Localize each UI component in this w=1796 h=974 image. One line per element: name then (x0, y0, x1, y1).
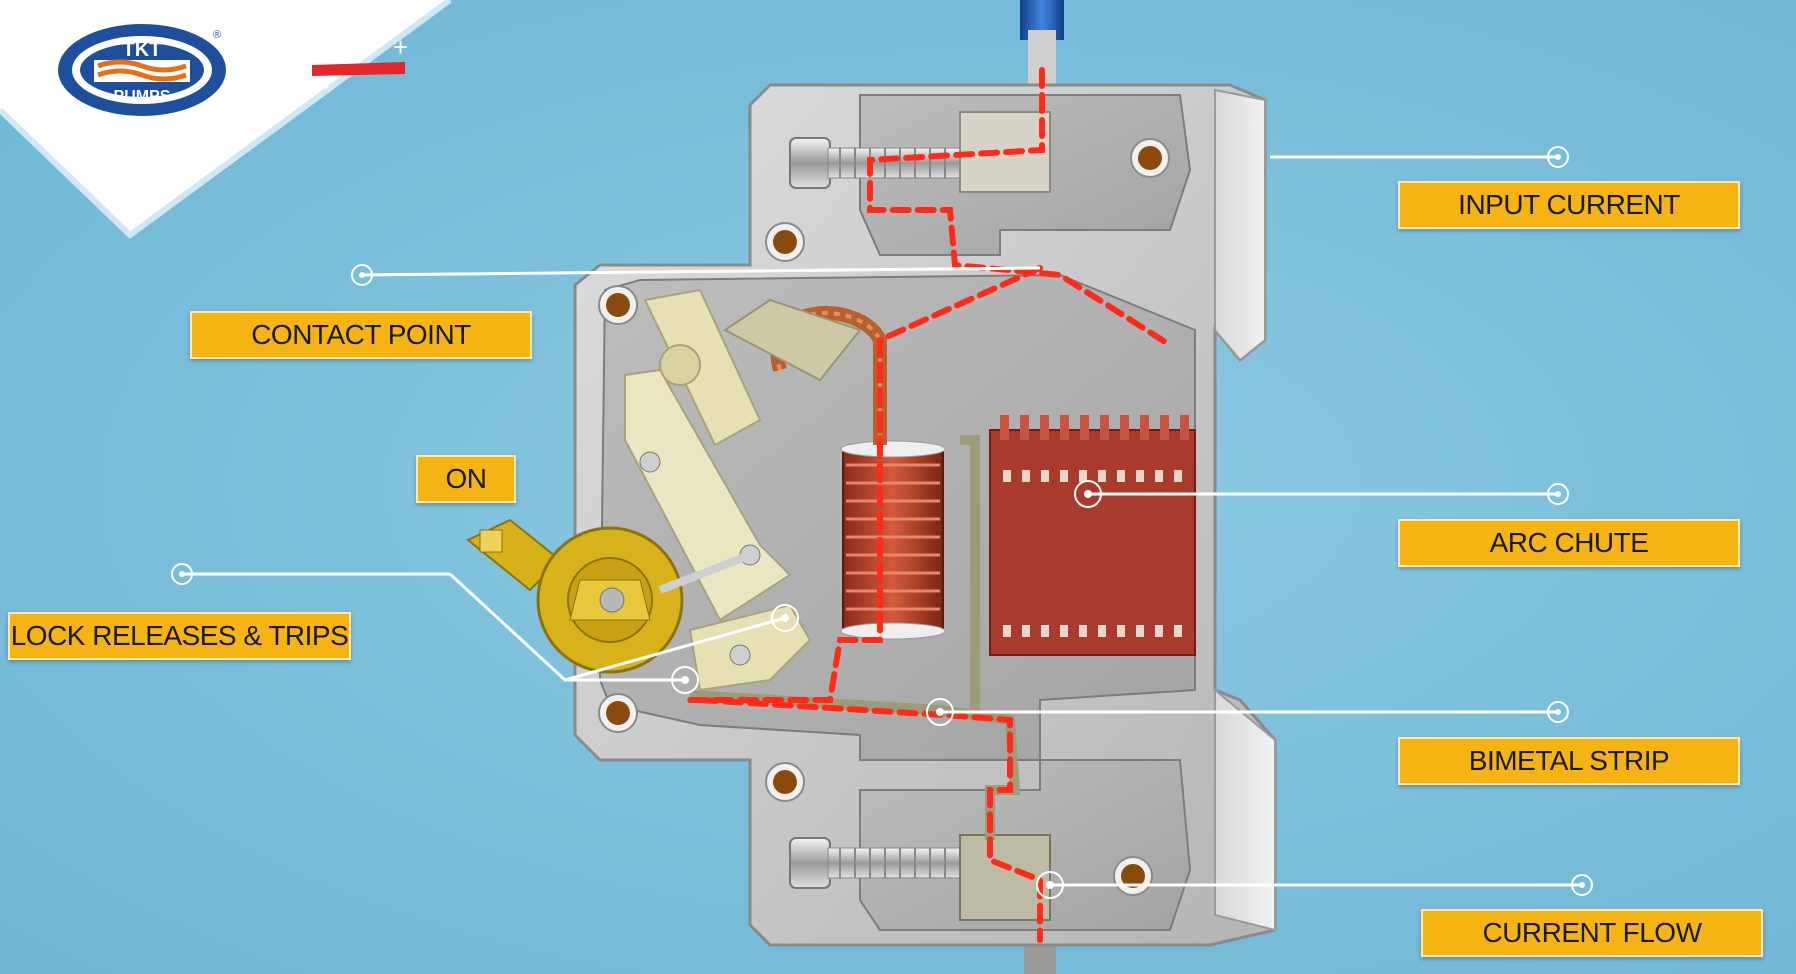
corner-indicator: + (312, 32, 408, 90)
arc-chute (989, 415, 1196, 656)
label-bimetal-strip: BIMETAL STRIP (1398, 737, 1740, 785)
input-wire (1020, 0, 1064, 90)
label-on: ON (416, 455, 516, 503)
label-contact-point: CONTACT POINT (190, 311, 532, 359)
leader-lines (182, 155, 1582, 887)
registered-mark: ® (213, 29, 221, 41)
plus-sign: + (393, 32, 408, 62)
toggle-handle (466, 518, 752, 674)
label-arc-chute: ARC CHUTE (1398, 519, 1740, 567)
logo-top-text: TKT (123, 39, 162, 61)
company-logo: TKT PUMPS ® (58, 24, 226, 116)
corner-ribbon (0, 0, 452, 239)
label-input-current: INPUT CURRENT (1398, 181, 1740, 229)
label-current-flow: CURRENT FLOW (1421, 909, 1763, 957)
marker-circles (171, 146, 1593, 899)
current-path (687, 67, 1173, 943)
logo-bottom-text: PUMPS (114, 88, 171, 105)
label-lock-releases-trips: LOCK RELEASES & TRIPS (8, 612, 351, 660)
